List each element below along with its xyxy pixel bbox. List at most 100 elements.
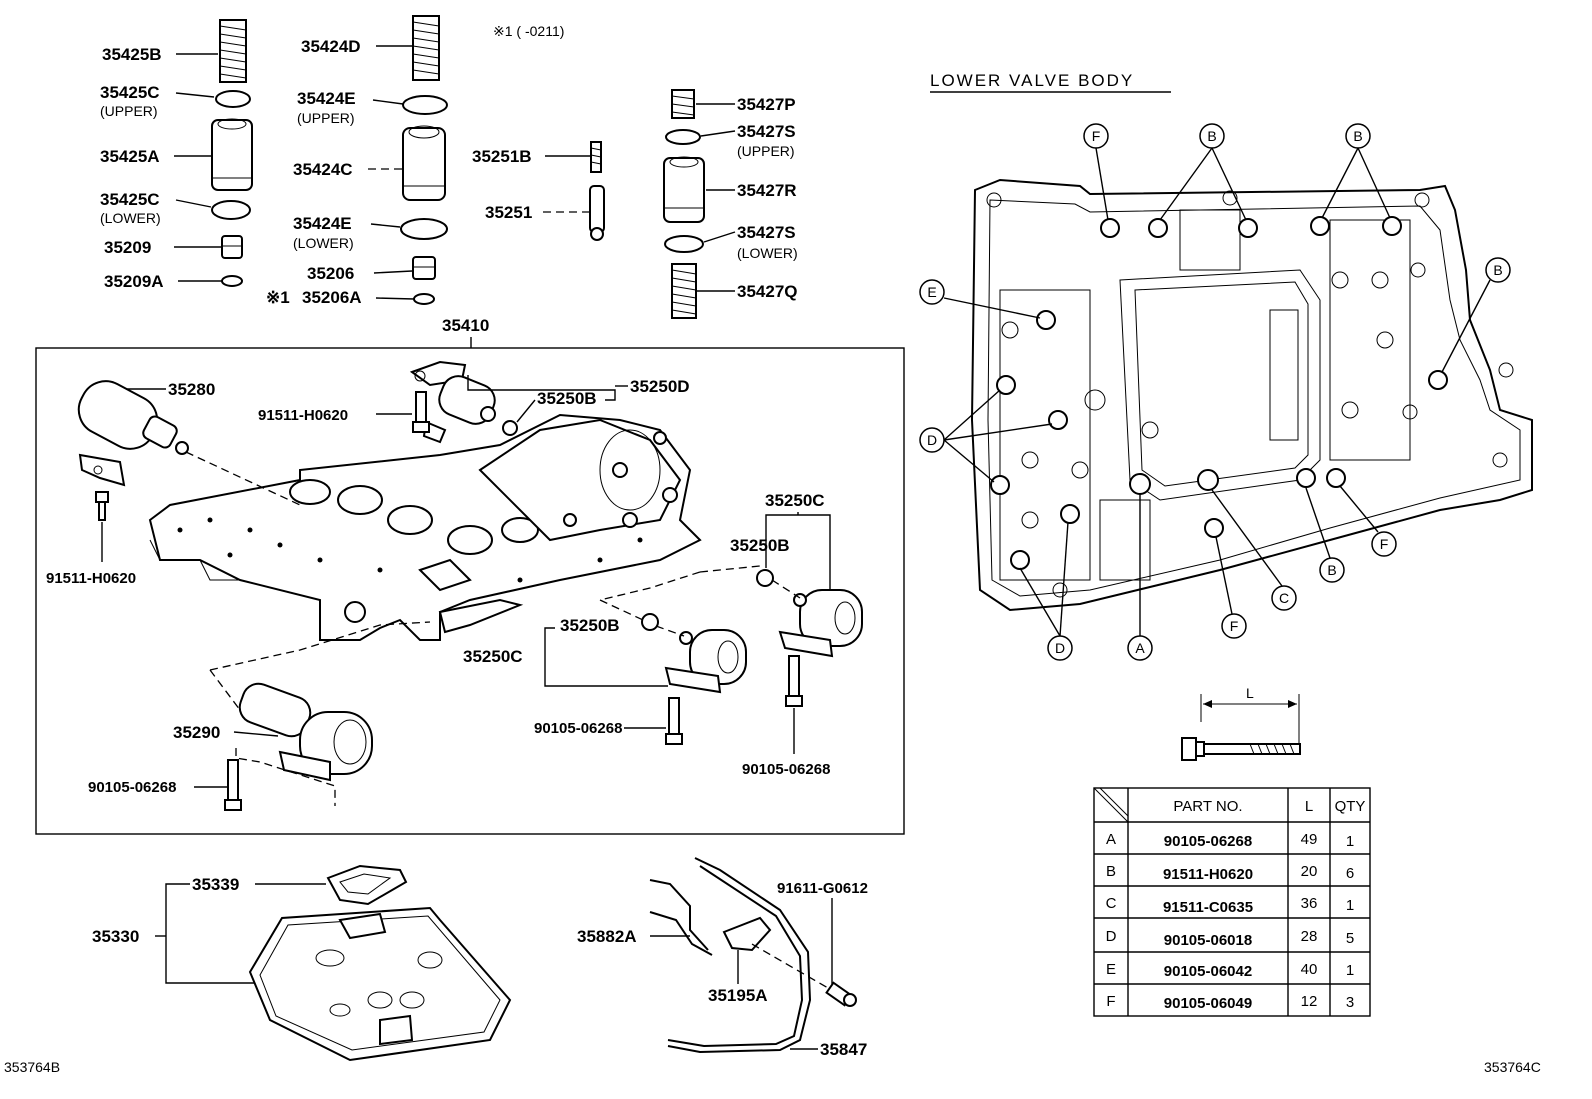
svg-text:1: 1 (1346, 962, 1354, 979)
valve-body-outline (970, 178, 1533, 612)
svg-text:90105-06042: 90105-06042 (1164, 963, 1252, 980)
bolt-hole-B1 (1148, 218, 1168, 238)
label-35424C: 35424C (293, 160, 353, 179)
label-35425B: 35425B (102, 45, 162, 64)
table-header-L: L (1305, 798, 1313, 815)
callout-C: C (1271, 585, 1297, 611)
bolt-table: PART NO. L QTY A 90105-06268 49 1 B 9151… (1093, 787, 1371, 1017)
footer-left-code: 353764B (4, 1059, 60, 1075)
solenoid-35250C-right (778, 589, 863, 658)
svg-text:6: 6 (1346, 865, 1354, 882)
spring-35427P (671, 89, 695, 119)
svg-text:5: 5 (1346, 930, 1354, 947)
svg-text:A: A (1135, 640, 1145, 656)
tube-35847 (667, 857, 812, 1054)
svg-text:B: B (1207, 128, 1216, 144)
assembly-frame (35, 347, 905, 835)
svg-text:B: B (1353, 128, 1362, 144)
svg-text:F: F (1106, 993, 1115, 1010)
svg-text:D: D (1055, 640, 1065, 656)
bolt-hole-F2 (1204, 518, 1224, 538)
callout-B-3: B (1485, 257, 1511, 283)
sleeve-35424C (402, 125, 446, 201)
oring-35424E-lower (400, 218, 448, 240)
tube-35882A (649, 879, 709, 951)
section-title: LOWER VALVE BODY (930, 71, 1134, 90)
svg-text:12: 12 (1301, 993, 1318, 1010)
bolt-91511-H0620-top (412, 391, 430, 433)
label-upper-2: (UPPER) (297, 110, 355, 126)
svg-text:36: 36 (1301, 895, 1318, 912)
callout-A: A (1127, 635, 1153, 661)
label-35424E-upper: 35424E (297, 89, 356, 108)
sleeve-35427R (663, 156, 705, 223)
svg-text:1: 1 (1346, 897, 1354, 914)
clip-35209A (221, 275, 243, 287)
spring-35424D (412, 15, 440, 81)
clip-35206A (413, 293, 435, 305)
solenoid-35290 (238, 682, 373, 782)
bracket-35195A (722, 916, 772, 952)
svg-text:D: D (927, 432, 937, 448)
callout-F-3: F (1221, 613, 1247, 639)
svg-text:F: F (1092, 128, 1101, 144)
svg-text:F: F (1230, 618, 1239, 634)
bolt-90105-06268-right (785, 655, 803, 707)
table-header-qty: QTY (1335, 798, 1366, 815)
svg-text:28: 28 (1301, 928, 1318, 945)
label-35330: 35330 (92, 927, 139, 946)
label-35847: 35847 (820, 1040, 867, 1059)
spring-35425B (219, 19, 247, 83)
svg-text:40: 40 (1301, 961, 1318, 978)
valve-body-plate (148, 413, 702, 641)
label-upper-3: (UPPER) (737, 143, 795, 159)
label-35250B-mid: 35250B (560, 616, 620, 635)
bolt-hole-D1 (996, 375, 1016, 395)
bolt-hole-D4 (1060, 504, 1080, 524)
label-35427R: 35427R (737, 181, 797, 200)
label-35250C-right: 35250C (765, 491, 825, 510)
label-35250B-right: 35250B (730, 536, 790, 555)
footer-right-code: 353764C (1484, 1059, 1541, 1075)
note-text: ※1 ( -0211) (493, 23, 564, 39)
callout-D-1: D (919, 427, 945, 453)
label-35427P: 35427P (737, 95, 796, 114)
bolt-91611-G0612 (825, 981, 857, 1007)
label-35206: 35206 (307, 264, 354, 283)
svg-text:3: 3 (1346, 994, 1354, 1011)
part-group-35427: 35427P 35427S (UPPER) 35427R 35427S (LOW… (663, 89, 798, 319)
solenoid-35280 (77, 380, 189, 487)
label-lower-3: (LOWER) (737, 245, 798, 261)
sleeve-35425A (211, 118, 253, 191)
tube-group: 91611-G0612 35882A 35195A 35847 (577, 857, 868, 1059)
svg-text:F: F (1380, 536, 1389, 552)
bolt-dimension: L (1181, 685, 1301, 761)
label-35195A: 35195A (708, 986, 768, 1005)
svg-text:20: 20 (1301, 863, 1318, 880)
svg-text:B: B (1106, 863, 1116, 880)
oring-35424E-upper (402, 95, 448, 115)
bolt-hole-C (1197, 469, 1219, 491)
spring-35427Q (671, 263, 697, 319)
part-group-35424: 35424D 35424E (UPPER) 35424C 35424E (LOW… (266, 15, 448, 307)
svg-text:90105-06268: 90105-06268 (1164, 833, 1252, 850)
valve-35251 (589, 185, 605, 241)
label-lower-1: (LOWER) (100, 210, 161, 226)
assembly-35410: 35410 (35, 316, 905, 835)
svg-text:1: 1 (1346, 833, 1354, 850)
label-35427Q: 35427Q (737, 282, 798, 301)
svg-text:E: E (1106, 961, 1116, 978)
bolt-hole-D2 (1048, 410, 1068, 430)
label-90105-06268-mid: 90105-06268 (534, 720, 622, 737)
table-row: B 91511-H0620 20 6 (1106, 863, 1354, 883)
label-note-1: ※1 (266, 288, 290, 307)
label-35250B-top: 35250B (537, 389, 597, 408)
plug-35206 (412, 256, 436, 280)
label-upper-1: (UPPER) (100, 103, 158, 119)
svg-text:C: C (1106, 895, 1117, 912)
lower-valve-body: LOWER VALVE BODY (919, 71, 1533, 661)
callout-F-1: F (1083, 123, 1109, 149)
svg-text:B: B (1327, 562, 1336, 578)
label-90105-06268-left: 90105-06268 (88, 779, 176, 796)
label-35280: 35280 (168, 380, 215, 399)
